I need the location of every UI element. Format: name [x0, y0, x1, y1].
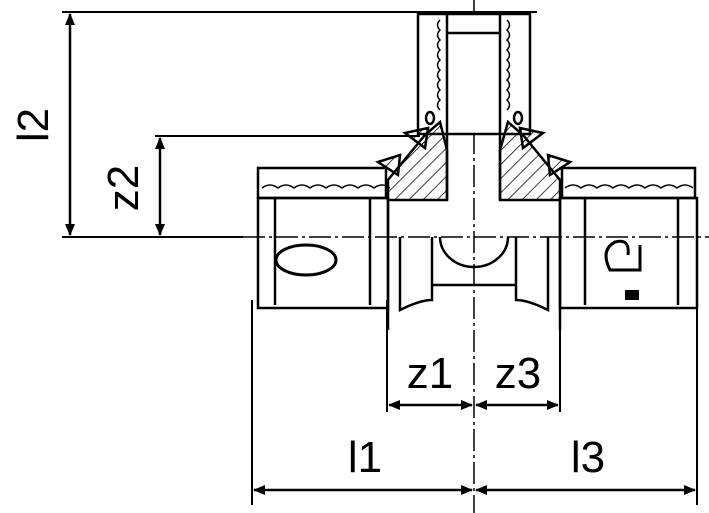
- port-marking-2: [604, 239, 642, 272]
- dimension-arrows: [65, 12, 696, 495]
- port-markings: [274, 239, 642, 300]
- label-z1: z1: [407, 349, 453, 398]
- port-marking-0: [274, 243, 338, 277]
- extension-lines: [62, 11, 698, 505]
- label-z2: z2: [99, 165, 148, 211]
- label-l3: l3: [571, 433, 605, 482]
- label-l2: l2: [9, 108, 58, 142]
- label-l1: l1: [348, 433, 382, 482]
- label-z3: z3: [495, 349, 541, 398]
- fitting-body: [256, 12, 699, 330]
